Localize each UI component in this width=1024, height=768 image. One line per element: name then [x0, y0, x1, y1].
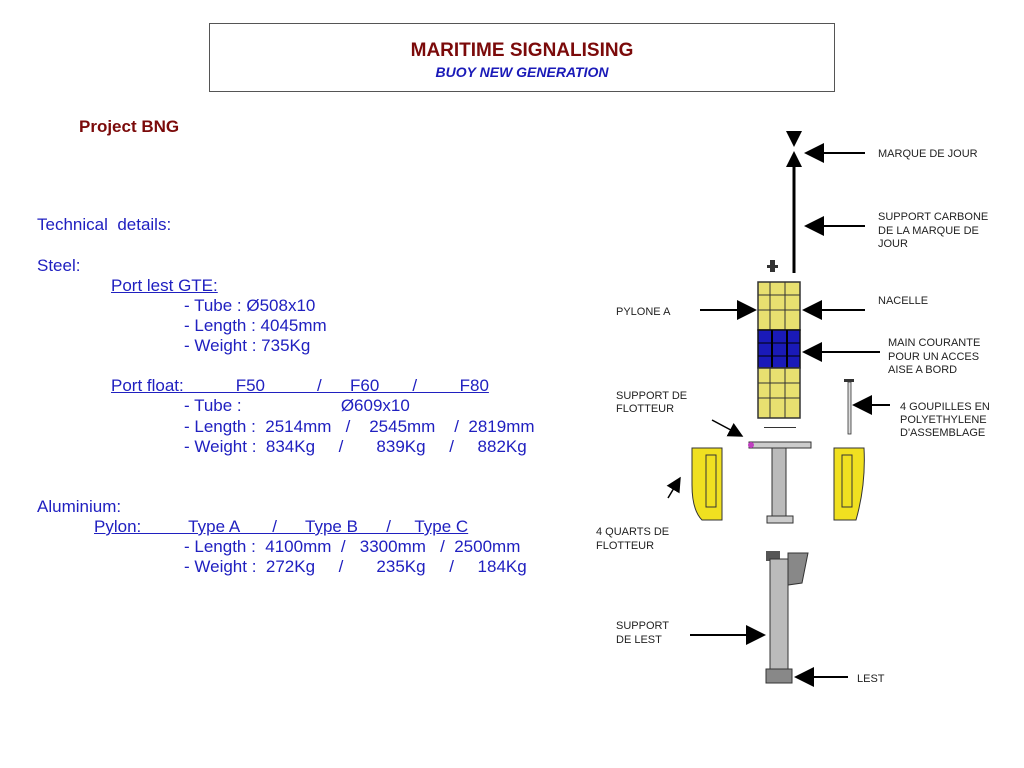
- port-float-heading: Port float: F50 / F60 / F80: [111, 376, 489, 395]
- port-float-tube: - Tube : Ø609x10: [184, 396, 410, 415]
- aluminium-label: Aluminium:: [37, 497, 122, 516]
- project-name: Project BNG: [79, 117, 180, 136]
- float-quarter-right-icon: [833, 447, 865, 521]
- label-support-carbone-2: DE LA MARQUE DE: [878, 225, 979, 237]
- label-goupilles-2: POLYETHYLENE: [900, 414, 987, 426]
- label-support-carbone-1: SUPPORT CARBONE: [878, 211, 988, 223]
- label-support-lest-1: SUPPORT: [616, 620, 669, 632]
- port-lest-weight: - Weight : 735Kg: [184, 336, 311, 355]
- label-main-courante-2: POUR UN ACCES: [888, 351, 979, 363]
- page-subtitle: BUOY NEW GENERATION: [435, 64, 609, 80]
- pylon-icon: [757, 281, 801, 428]
- steel-label: Steel:: [37, 256, 81, 275]
- pylon-length: - Length : 4100mm / 3300mm / 2500mm: [184, 537, 521, 556]
- port-lest-heading: Port lest GTE:: [111, 276, 218, 295]
- pylon-heading: Pylon: Type A / Type B / Type C: [94, 517, 469, 536]
- title-box: MARITIME SIGNALISING BUOY NEW GENERATION: [209, 23, 835, 92]
- label-pylone: PYLONE A: [616, 306, 671, 318]
- details-heading: Technical details:: [37, 215, 172, 234]
- label-quarts-1: 4 QUARTS DE: [596, 526, 669, 538]
- port-lest-tube: - Tube : Ø508x10: [184, 296, 316, 315]
- buoy-diagram: MARQUE DE JOUR SUPPORT CARBONE DE LA MAR…: [596, 131, 990, 687]
- port-float-length: - Length : 2514mm / 2545mm / 2819mm: [184, 417, 535, 436]
- label-support-flotteur-2: FLOTTEUR: [616, 403, 674, 415]
- port-float-weight: - Weight : 834Kg / 839Kg / 882Kg: [184, 437, 527, 456]
- ballast-support-icon: [765, 551, 809, 684]
- pylon-weight: - Weight : 272Kg / 235Kg / 184Kg: [184, 557, 527, 576]
- label-support-carbone-3: JOUR: [878, 238, 908, 250]
- label-support-flotteur-1: SUPPORT DE: [616, 390, 687, 402]
- port-lest-length: - Length : 4045mm: [184, 316, 327, 335]
- label-quarts-2: FLOTTEUR: [596, 540, 654, 552]
- label-support-lest-2: DE LEST: [616, 634, 662, 646]
- day-mark-icon: [786, 131, 802, 273]
- label-nacelle: NACELLE: [878, 295, 928, 307]
- label-marque-de-jour: MARQUE DE JOUR: [878, 148, 978, 160]
- pin-icon: [844, 379, 854, 435]
- label-goupilles-3: D'ASSEMBLAGE: [900, 427, 985, 439]
- label-goupilles-1: 4 GOUPILLES EN: [900, 401, 990, 413]
- label-main-courante-3: AISE A BORD: [888, 364, 957, 376]
- float-support-icon: [748, 441, 812, 524]
- label-main-courante-1: MAIN COURANTE: [888, 337, 980, 349]
- float-quarter-left-icon: [691, 447, 723, 521]
- label-lest: LEST: [857, 673, 885, 685]
- page-title: MARITIME SIGNALISING: [410, 40, 634, 61]
